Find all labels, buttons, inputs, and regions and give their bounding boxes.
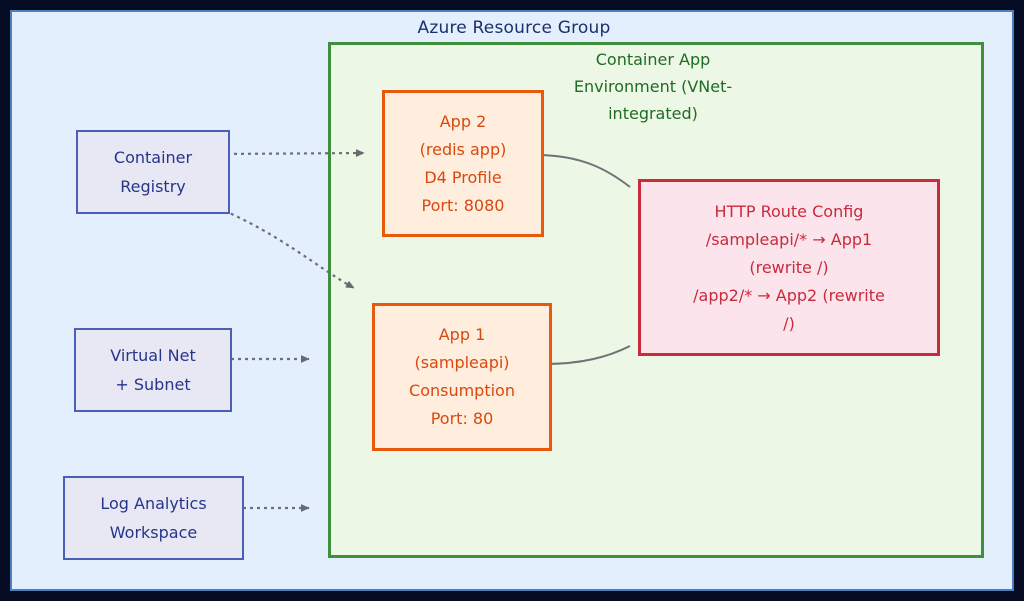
route-rule-3: /app2/* → App2 (rewrite xyxy=(693,285,885,305)
app2-profile: D4 Profile xyxy=(424,167,502,187)
route-rule-1: /sampleapi/* → App1 xyxy=(705,229,873,249)
app-box-app2[interactable]: App 2 (redis app) D4 Profile Port: 8080 xyxy=(382,90,544,237)
app2-subtitle: (redis app) xyxy=(419,139,507,159)
app1-subtitle: (sampleapi) xyxy=(414,353,510,372)
environment-label-line-1: Container App xyxy=(595,50,711,69)
container-registry-line-1: Container xyxy=(113,148,193,167)
app2-port: Port: 8080 xyxy=(421,195,505,215)
route-config-title: HTTP Route Config xyxy=(714,201,864,221)
http-route-config-box[interactable]: HTTP Route Config /sampleapi/* → App1 (r… xyxy=(638,179,940,356)
app1-name: App 1 xyxy=(438,325,486,344)
container-registry-line-2: Registry xyxy=(120,177,186,196)
app1-profile: Consumption xyxy=(409,381,515,400)
resource-box-virtual-net-subnet[interactable]: Virtual Net + Subnet xyxy=(74,328,232,412)
route-rule-2: (rewrite /) xyxy=(749,257,829,277)
log-analytics-line-2: Workspace xyxy=(109,523,198,542)
virtual-net-line-2: + Subnet xyxy=(115,375,191,394)
route-rule-4: /) xyxy=(783,313,795,333)
app2-name: App 2 xyxy=(439,111,487,131)
app1-port: Port: 80 xyxy=(430,409,494,428)
log-analytics-line-1: Log Analytics xyxy=(100,494,207,513)
container-app-environment-label: Container App Environment (VNet- integra… xyxy=(550,46,756,127)
environment-label-line-3: integrated) xyxy=(608,104,698,123)
virtual-net-line-1: Virtual Net xyxy=(110,346,196,365)
app-box-app1[interactable]: App 1 (sampleapi) Consumption Port: 80 xyxy=(372,303,552,451)
environment-label-line-2: Environment (VNet- xyxy=(573,77,733,96)
diagram-inner-canvas: Azure Resource Group Container App Envir… xyxy=(10,10,1014,591)
resource-box-log-analytics-workspace[interactable]: Log Analytics Workspace xyxy=(63,476,244,560)
resource-group-title: Azure Resource Group xyxy=(417,18,611,38)
resource-box-container-registry[interactable]: Container Registry xyxy=(76,130,230,214)
